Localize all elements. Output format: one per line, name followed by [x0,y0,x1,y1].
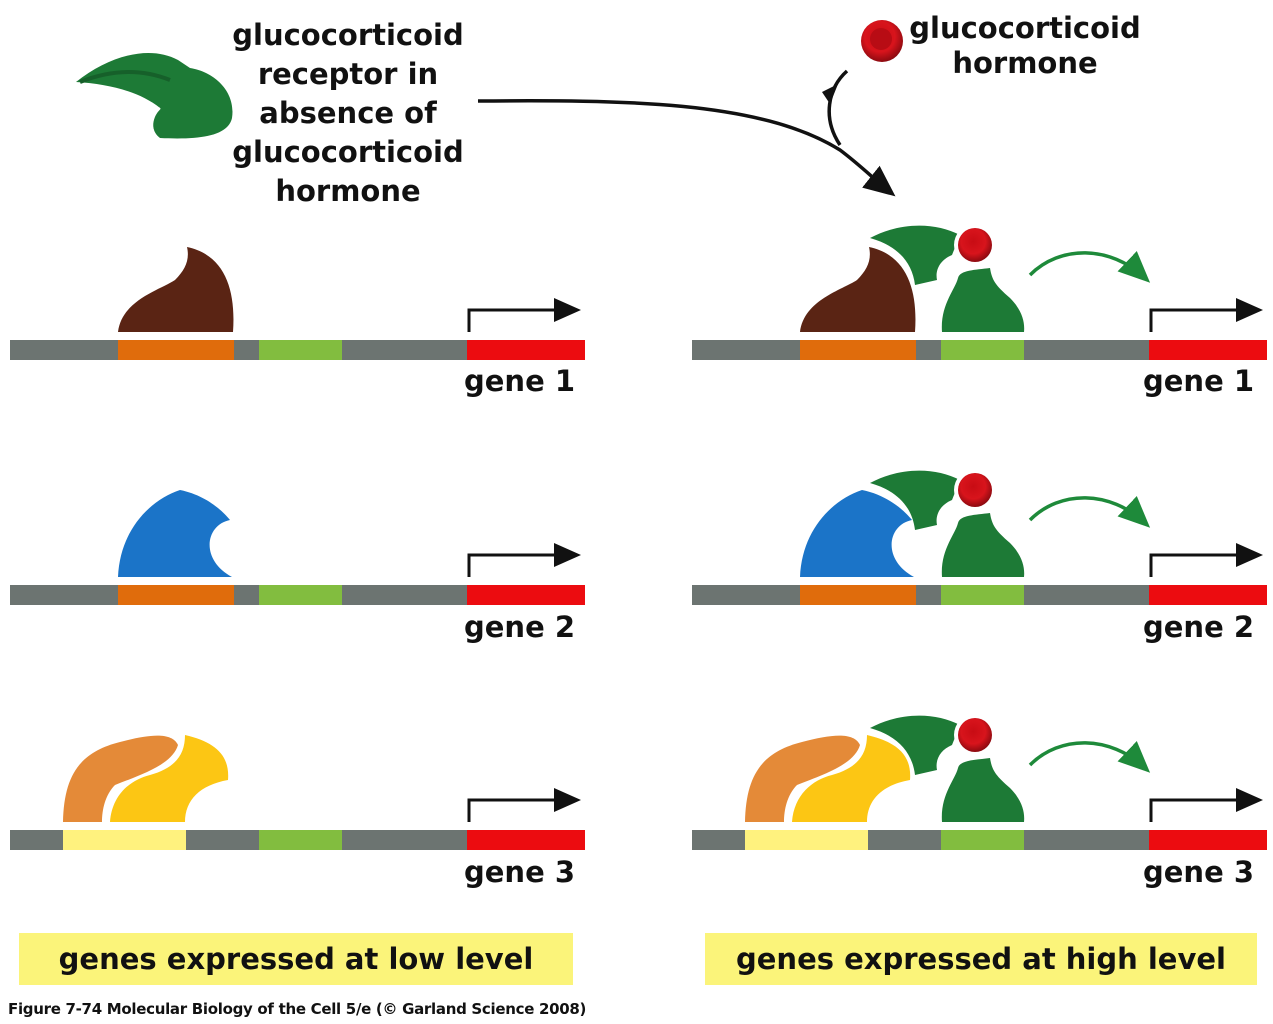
brown-regulatory-protein [118,247,234,332]
orange-regulatory-protein [63,735,178,822]
gene-label-right-3: gene 3 [1143,855,1255,889]
glucocorticoid-response-element [259,340,342,360]
yellow-regulatory-protein [792,735,911,822]
gene-label-left-3: gene 3 [464,855,576,889]
gene-label-left-2: gene 2 [464,610,576,644]
gene-coding-region [1149,585,1267,605]
hormone-label: glucocorticoid hormone [905,11,1145,81]
transcription-start-arrow-icon [467,298,581,332]
hormone-label-line: glucocorticoid [909,11,1141,45]
glucocorticoid-receptor-dna-binding [941,758,1025,822]
receptor-label: glucocorticoid receptor in absence of gl… [228,16,468,211]
receptor-label-line: absence of [259,96,437,130]
hormone-arrow [827,69,849,146]
transcription-start-arrow-icon [1149,543,1263,577]
orange-regulatory-protein [745,735,860,822]
regulatory-site [800,340,916,360]
glucocorticoid-response-element [941,340,1024,360]
bound-hormone-icon [958,473,992,507]
hormone-icon [861,20,903,62]
gene-label-right-2: gene 2 [1143,610,1255,644]
activation-arrow-icon [1028,496,1151,528]
glucocorticoid-receptor-arm [870,470,960,530]
transcription-start-arrow-icon [1149,298,1263,332]
gene-label-right-1: gene 1 [1143,364,1255,398]
glucocorticoid-receptor-dna-binding [941,513,1025,577]
gene-coding-region [1149,340,1267,360]
regulatory-site [63,830,186,850]
gene-coding-region [467,585,585,605]
blue-regulatory-protein [800,490,914,577]
activation-arrow-icon [1028,741,1151,773]
blue-regulatory-protein [118,490,232,577]
receptor-label-line: receptor in [257,57,439,91]
regulatory-site [745,830,868,850]
glucocorticoid-receptor-arm [870,225,960,285]
glucocorticoid-receptor-dna-binding [941,268,1025,332]
receptor-label-line: glucocorticoid [232,135,464,169]
receptor-label-line: glucocorticoid [232,18,464,52]
banner-high-expression: genes expressed at high level [705,933,1257,985]
glucocorticoid-response-element [941,830,1024,850]
activation-arrow-icon [1028,251,1151,283]
bound-hormone-icon [958,718,992,752]
brown-regulatory-protein [800,247,916,332]
transcription-start-arrow-icon [467,788,581,822]
gene-coding-region [467,830,585,850]
glucocorticoid-response-element [259,830,342,850]
regulatory-site [118,340,234,360]
yellow-regulatory-protein [110,735,229,822]
hormone-arrowhead [822,84,838,104]
glucocorticoid-response-element [259,585,342,605]
gene-coding-region [1149,830,1267,850]
bound-hormone-icon [958,228,992,262]
gene-label-left-1: gene 1 [464,364,576,398]
gene-coding-region [467,340,585,360]
receptor-label-line: hormone [275,174,421,208]
activation-arrow [477,99,896,197]
banner-low-expression: genes expressed at low level [19,933,573,985]
transcription-start-arrow-icon [1149,788,1263,822]
glucocorticoid-response-element [941,585,1024,605]
transcription-start-arrow-icon [467,543,581,577]
figure-caption: Figure 7-74 Molecular Biology of the Cel… [8,1000,587,1018]
hormone-label-line: hormone [952,46,1098,80]
regulatory-site [800,585,916,605]
regulatory-site [118,585,234,605]
free-receptor-icon [76,53,233,139]
glucocorticoid-receptor-arm [870,715,960,775]
